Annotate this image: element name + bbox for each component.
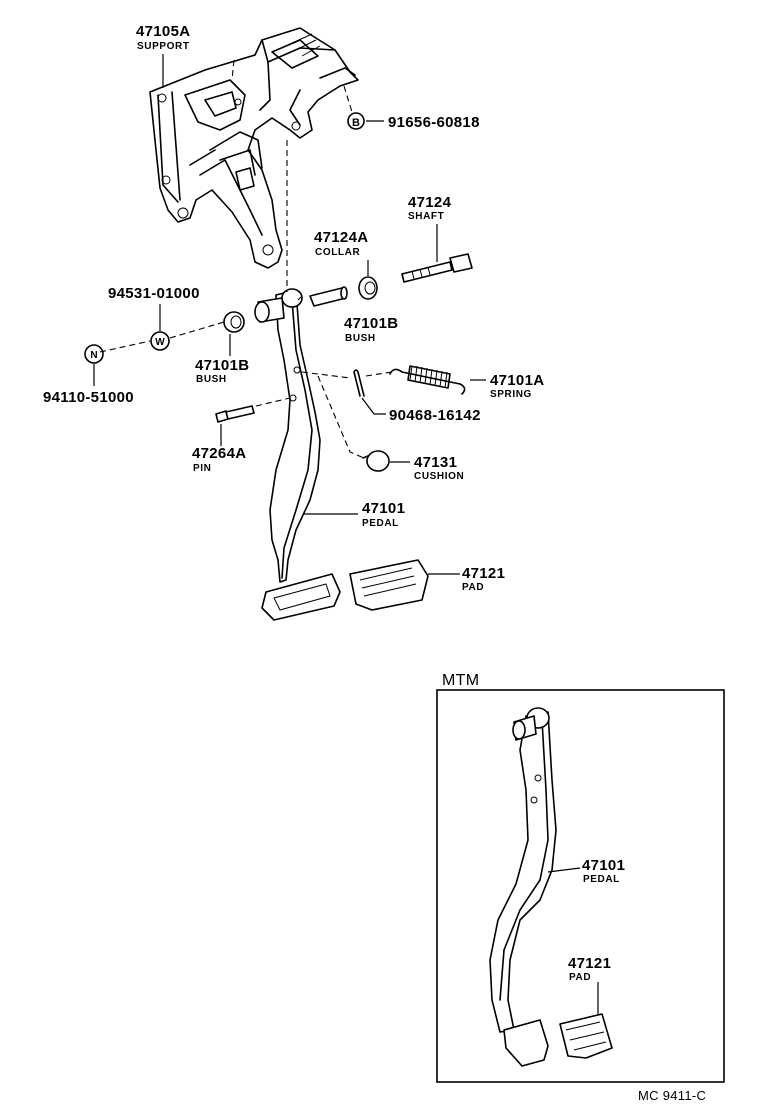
inset-pedal-name: PEDAL xyxy=(583,874,620,885)
bush-left-drawing xyxy=(223,311,245,333)
spring-name: SPRING xyxy=(490,389,532,400)
inset-pad-part-number: 47121 xyxy=(568,955,611,972)
collar-drawing xyxy=(309,286,348,307)
clip-drawing xyxy=(353,369,365,397)
pin-drawing xyxy=(215,405,255,423)
pedal-drawing xyxy=(254,288,341,621)
cushion-drawing xyxy=(362,450,390,472)
nut-part-number: 94110-51000 xyxy=(43,389,134,406)
washer-part-number: 94531-01000 xyxy=(108,285,200,302)
shaft-part-number: 47124 xyxy=(408,194,452,211)
inset-pedal-part-number: 47101 xyxy=(582,857,625,874)
bush-left-part-number: 47101B xyxy=(195,357,249,374)
cushion-name: CUSHION xyxy=(414,471,464,482)
collar-part-number: 47124A xyxy=(314,229,368,246)
assembly-lines xyxy=(99,59,393,459)
cushion-part-number: 47131 xyxy=(414,454,457,471)
bush-right-name: BUSH xyxy=(345,333,376,344)
support-name: SUPPORT xyxy=(137,41,190,52)
washer-symbol-letter: W xyxy=(155,337,165,348)
clip-part-number: 90468-16142 xyxy=(389,407,481,424)
spring-drawing xyxy=(389,365,466,395)
spring-part-number: 47101A xyxy=(490,372,544,389)
bush-right-part-number: 47101B xyxy=(344,315,398,332)
inset-pad-drawing xyxy=(559,1013,613,1059)
mtm-inset: MTM 47101 PEDAL 47121 PAD xyxy=(436,672,725,1083)
washer-symbol: W xyxy=(150,331,170,351)
support-bracket-drawing xyxy=(149,27,359,269)
pin-part-number: 47264A xyxy=(192,445,246,462)
pad-part-number: 47121 xyxy=(462,565,505,582)
pedal-name: PEDAL xyxy=(362,518,399,529)
callout-labels: 47105A SUPPORT 91656-60818 47124 SHAFT 4… xyxy=(43,23,544,593)
collar-name: COLLAR xyxy=(315,247,360,258)
figure-code: MC 9411-C xyxy=(638,1088,706,1103)
inset-pedal-drawing xyxy=(489,707,557,1067)
bolt-symbol-letter: B xyxy=(352,117,360,129)
shaft-name: SHAFT xyxy=(408,211,444,222)
pedal-part-number: 47101 xyxy=(362,500,405,517)
shaft-drawing xyxy=(401,253,473,283)
nut-symbol-letter: N xyxy=(90,350,97,361)
pad-name: PAD xyxy=(462,582,484,593)
inset-pad-name: PAD xyxy=(569,972,591,983)
bolt-part-number: 91656-60818 xyxy=(388,114,480,131)
bush-left-name: BUSH xyxy=(196,374,227,385)
support-part-number: 47105A xyxy=(136,23,190,40)
bush-right-drawing xyxy=(358,276,378,300)
inset-frame xyxy=(436,689,725,1083)
pad-drawing xyxy=(349,559,429,611)
leader-lines xyxy=(93,54,486,575)
nut-symbol: N xyxy=(84,344,104,364)
inset-title: MTM xyxy=(442,672,479,689)
pin-name: PIN xyxy=(193,463,211,474)
bolt-symbol: B xyxy=(347,112,365,130)
